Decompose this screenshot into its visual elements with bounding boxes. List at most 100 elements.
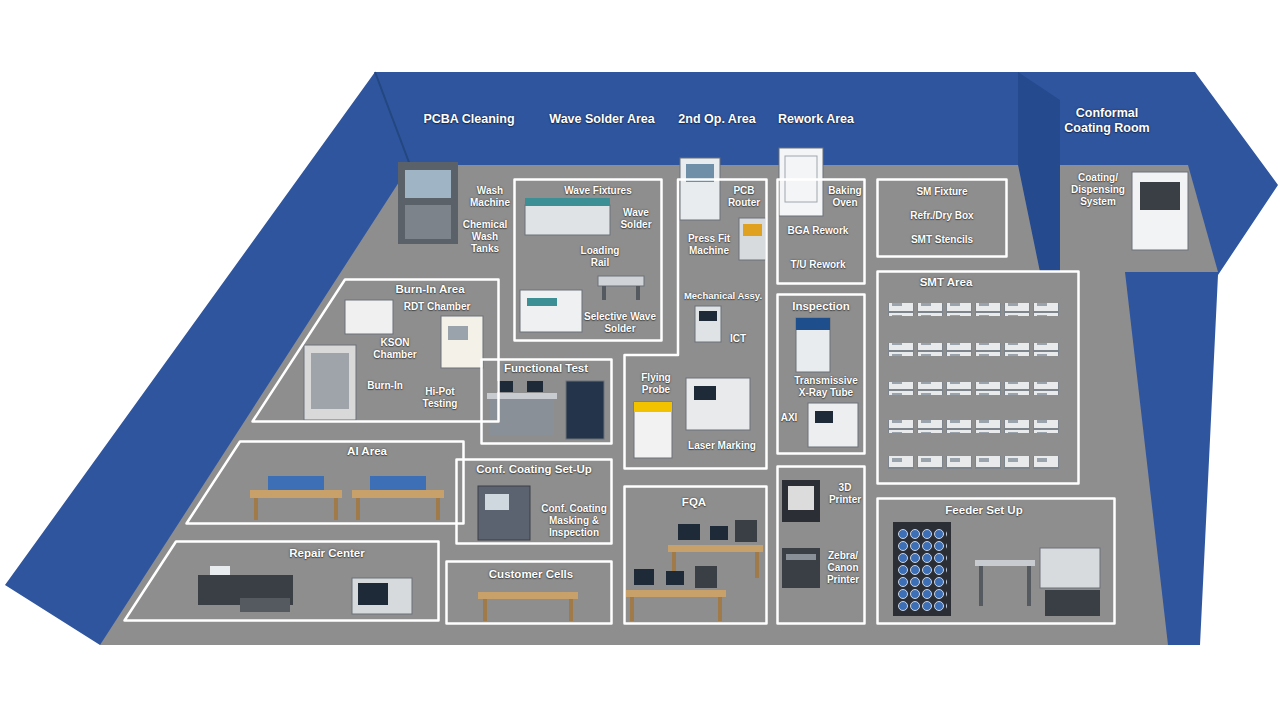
floor	[100, 165, 1168, 645]
area-zone: Wave FixturesWave SolderLoading RailSele…	[513, 178, 663, 342]
axi-screen	[815, 411, 833, 423]
zone-border	[625, 180, 767, 469]
wave-solder-machine	[525, 205, 610, 235]
table-top	[250, 490, 342, 498]
equipment-label: Burn-In	[362, 380, 408, 392]
smt-line	[888, 382, 1062, 395]
equipment-label: Wave Fixtures	[553, 185, 643, 197]
fqa-monitor	[666, 571, 684, 585]
table-leg	[334, 498, 338, 520]
feeder-cart-base	[1045, 590, 1100, 616]
table-top	[626, 590, 726, 597]
equipment-label: AXI	[777, 412, 801, 424]
feeder-cart	[1040, 548, 1100, 588]
wash-machine	[398, 162, 458, 244]
zone-border	[125, 542, 439, 621]
equipment-label: Refr./Dry Box	[882, 210, 1002, 222]
zone-heading: Inspection	[778, 300, 864, 314]
equipment-label: Mechanical Assy.	[681, 290, 765, 301]
zone-border	[778, 467, 865, 624]
table-leg	[569, 599, 573, 621]
kson-panel	[448, 326, 468, 340]
area-zone: SM FixtureRefr./Dry BoxSMT Stencils	[876, 178, 1008, 258]
area-zone: 3D PrinterZebra/ Canon Printer	[776, 465, 866, 625]
area-zone: FQA	[623, 485, 768, 625]
zone-border	[447, 562, 612, 624]
zebra-printer-slot	[786, 554, 816, 560]
equipment-label: SMT Stencils	[882, 234, 1002, 246]
equipment-label: Flying Probe	[631, 372, 681, 396]
equipment-label: ICT	[723, 333, 753, 345]
feeder-table	[975, 560, 1035, 566]
3d-printer	[782, 480, 820, 522]
selective-solder-stripe	[527, 298, 557, 306]
equipment-label: T/U Rework	[778, 259, 858, 271]
equipment-label: Chemical Wash Tanks	[458, 219, 513, 255]
area-title: 2nd Op. Area	[667, 112, 767, 127]
wash-tanks	[405, 205, 451, 239]
area-zone: Baking OvenBGA ReworkT/U Rework	[776, 178, 866, 285]
label-printer	[735, 520, 757, 542]
equipment-label: Coating/ Dispensing System	[1067, 172, 1129, 208]
equipment-label: Laser Marking	[680, 440, 764, 452]
solder-station	[210, 566, 230, 575]
zone-outline	[776, 465, 866, 625]
equipment-label: Press Fit Machine	[683, 233, 735, 257]
area-zone: Functional Test	[480, 358, 613, 445]
xray-machine	[796, 318, 830, 372]
equipment-label: Baking Oven	[827, 185, 863, 209]
kson-chamber	[441, 316, 483, 368]
coating-inspection-machine	[478, 486, 530, 540]
fqa-monitor	[678, 524, 700, 540]
zone-heading: SMT Area	[891, 276, 1001, 290]
zone-border	[187, 442, 464, 524]
equipment-label: PCB Router	[724, 185, 764, 209]
label-printer	[695, 566, 717, 588]
table-leg	[356, 498, 360, 520]
area-title: Rework Area	[766, 112, 866, 127]
equipment-label: 3D Printer	[825, 482, 865, 506]
table-top	[352, 490, 444, 498]
axi-machine	[808, 403, 858, 447]
zone-border	[482, 360, 612, 444]
rail-leg	[636, 286, 640, 300]
oscilloscope-screen	[358, 583, 388, 605]
zone-border	[457, 460, 612, 544]
fqa-monitor	[710, 526, 728, 540]
zone-border	[878, 499, 1115, 624]
zebra-printer	[782, 548, 820, 588]
table-leg	[755, 552, 759, 578]
zone-heading: Burn-In Area	[380, 283, 480, 297]
area-zone: Conf. Coating Set-UpConf. Coating Maskin…	[455, 458, 613, 545]
zone-heading: Repair Center	[267, 547, 387, 561]
zone-border	[778, 180, 865, 284]
zone-heading: AI Area	[307, 445, 427, 459]
room-floor	[1060, 165, 1218, 272]
wash-machine-window	[405, 170, 451, 198]
burn-in-chamber	[304, 345, 356, 420]
coating-machine	[1132, 172, 1188, 250]
flying-probe-machine	[634, 402, 672, 458]
wave-solder-top	[525, 198, 610, 206]
table-leg	[254, 498, 258, 520]
zone-outline	[185, 440, 465, 525]
area-zone: Burn-In AreaRDT ChamberKSON ChamberBurn-…	[251, 278, 500, 423]
repair-tools	[240, 598, 290, 612]
zone-border	[878, 180, 1007, 257]
area-zone: PCB RouterPress Fit MachineMechanical As…	[623, 178, 768, 470]
pcb-router	[680, 158, 720, 220]
area-zone: SMT Area	[876, 270, 1080, 485]
equipment-label: Wave Solder	[614, 207, 658, 231]
ict-screen	[699, 311, 717, 321]
smt-line	[888, 343, 1062, 356]
equipment-label: SM Fixture	[882, 186, 1002, 198]
zone-heading: Conf. Coating Set-Up	[459, 463, 609, 477]
zone-border	[778, 295, 865, 454]
zone-outline	[876, 270, 1080, 485]
coating-machine-window	[1140, 182, 1180, 210]
baking-oven	[779, 148, 823, 216]
flying-probe-stripe	[634, 402, 672, 412]
table-top	[668, 545, 763, 552]
table-leg	[483, 599, 487, 621]
zone-border	[878, 272, 1079, 484]
